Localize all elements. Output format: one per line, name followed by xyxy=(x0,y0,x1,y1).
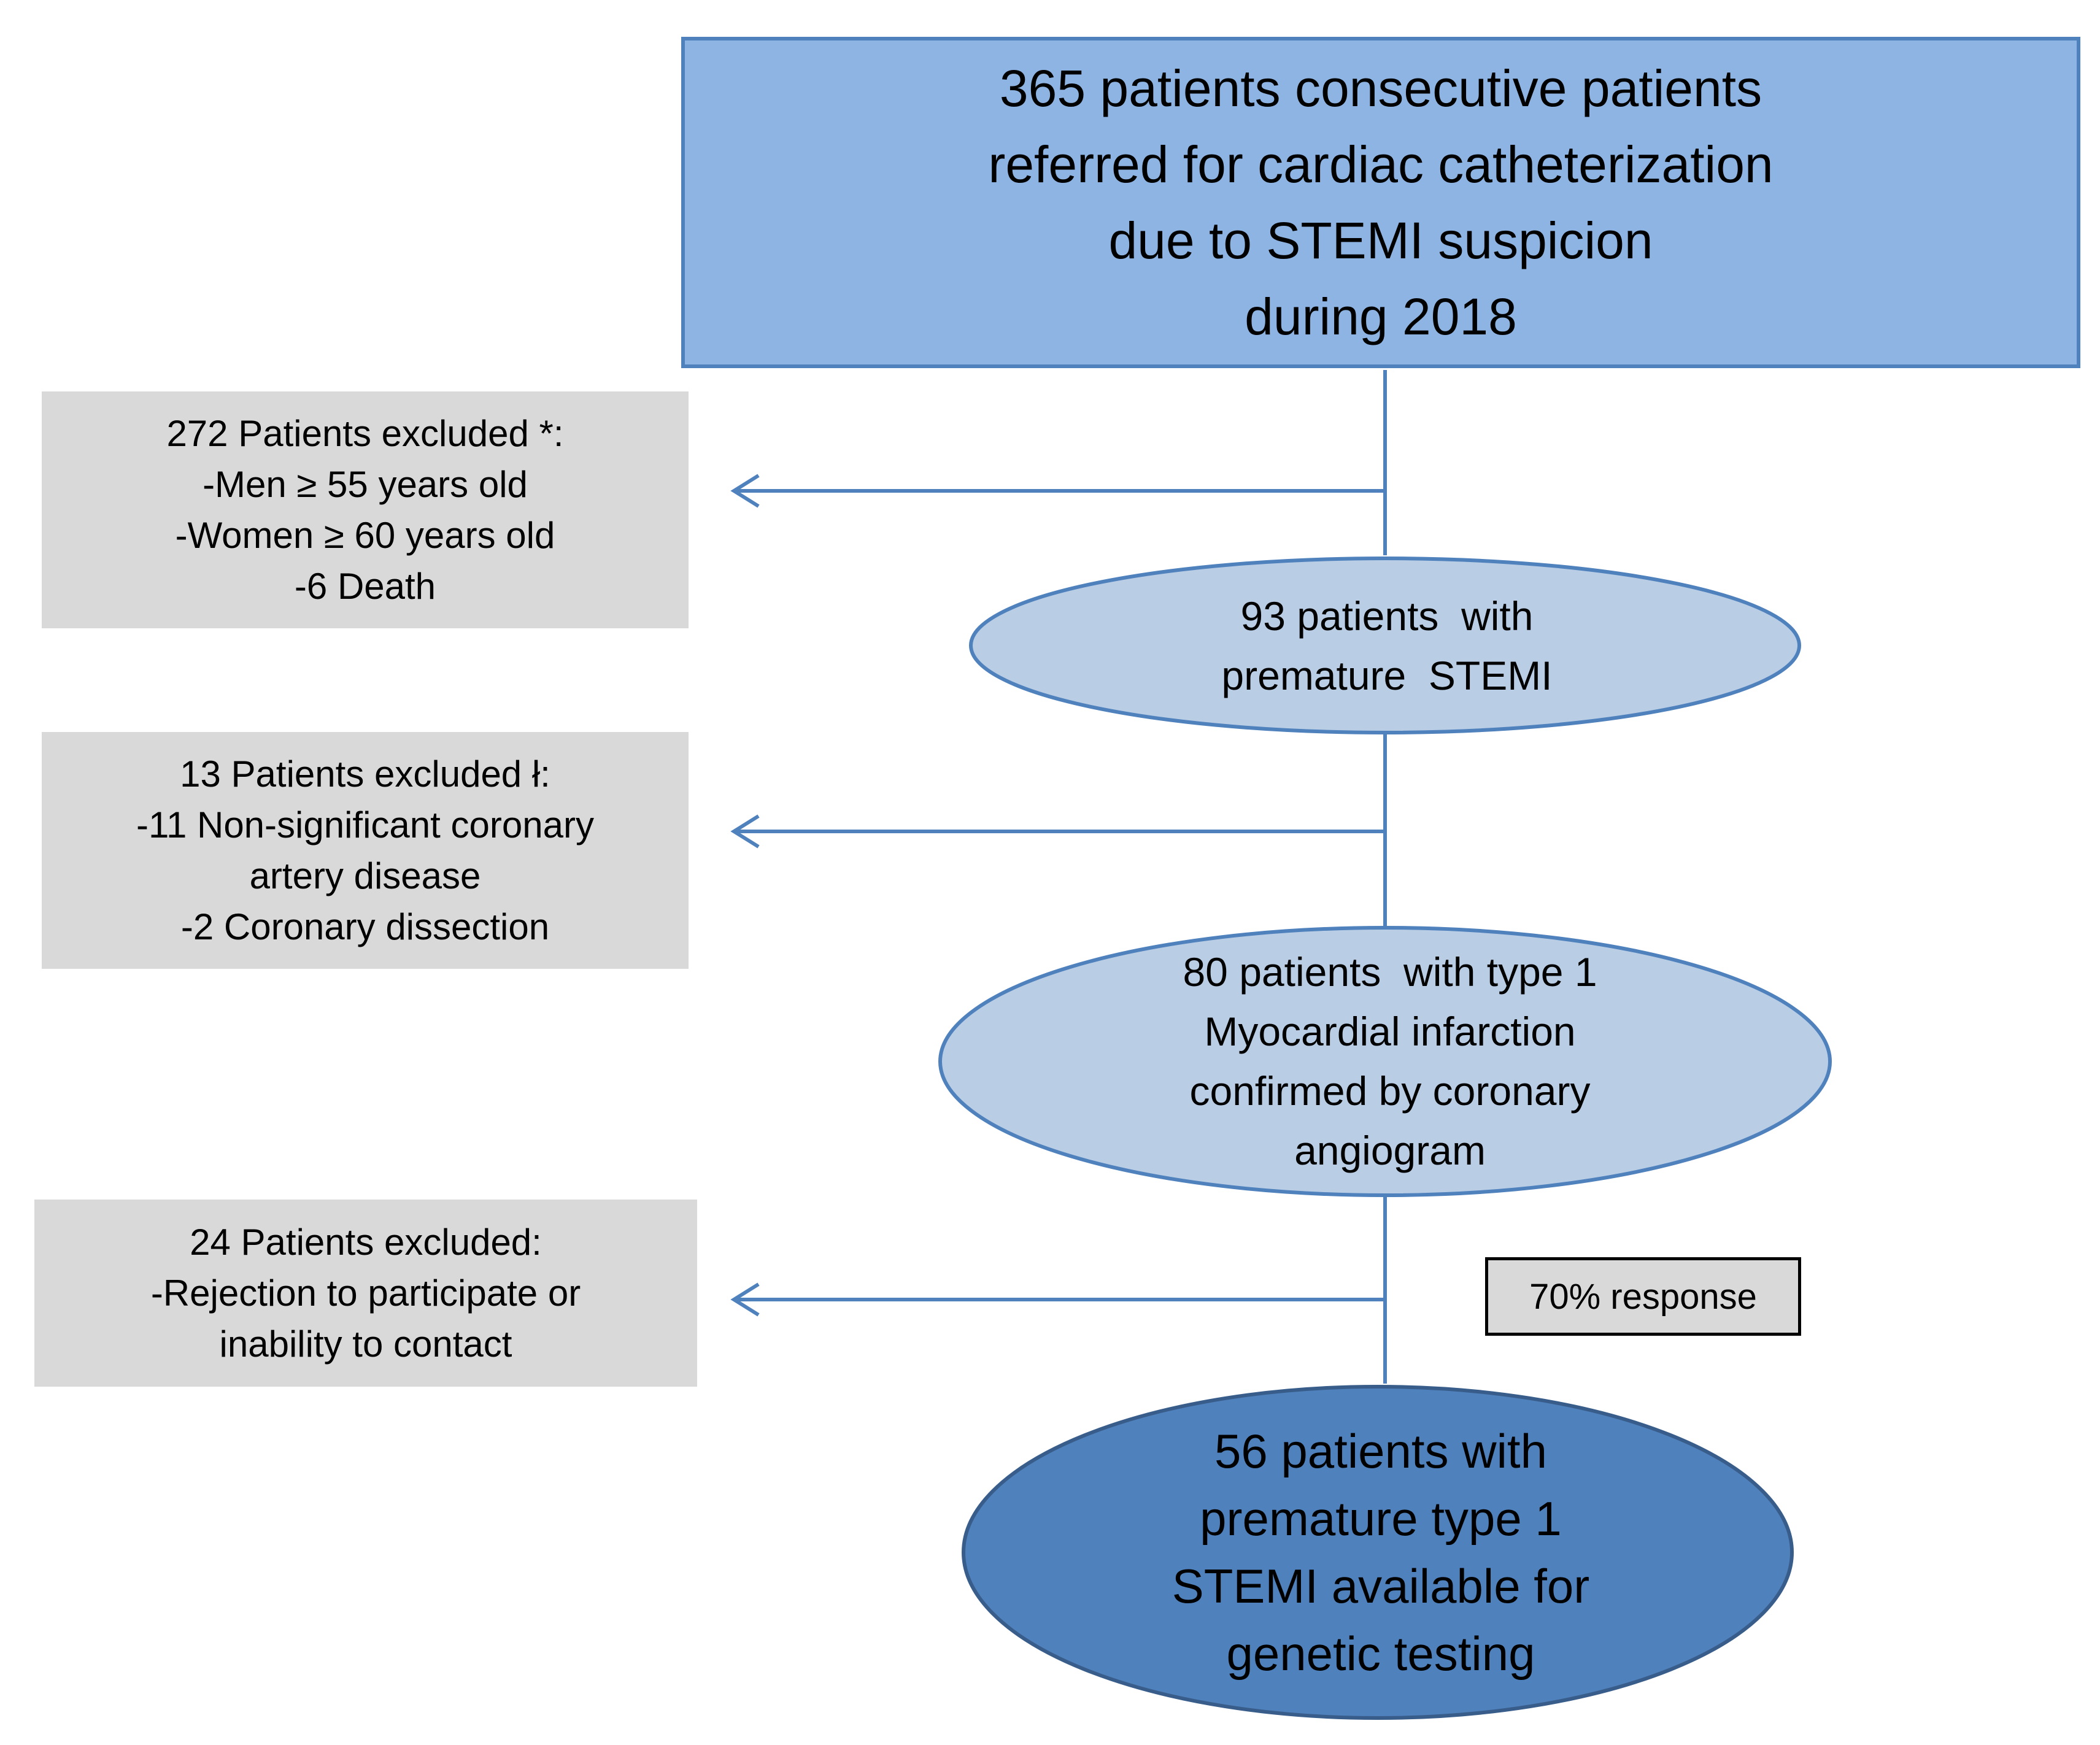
exclusion-line: 24 Patients excluded: xyxy=(190,1222,542,1263)
oval-line: premature type 1 xyxy=(1200,1492,1562,1546)
exclusion-line: -11 Non-significant coronary xyxy=(136,804,594,846)
response-rate-label: 70% response xyxy=(1529,1276,1757,1317)
exclusion-box-13: 13 Patients excluded ł: -11 Non-signific… xyxy=(42,732,689,969)
arrow-to-exclusion-1 xyxy=(730,474,1385,508)
exclusion-line: -Women ≥ 60 years old xyxy=(175,515,555,556)
exclusion-box-24: 24 Patients excluded: -Rejection to part… xyxy=(34,1200,697,1387)
exclusion-line: inability to contact xyxy=(219,1323,512,1365)
oval-line: confirmed by coronary xyxy=(1189,1068,1591,1114)
exclusion-line: 13 Patients excluded ł: xyxy=(180,753,550,795)
exclusion-line: -Men ≥ 55 years old xyxy=(203,464,528,505)
oval-93-patients: 93 patients with premature STEMI xyxy=(970,557,1804,735)
oval-line: 56 patients with xyxy=(1214,1424,1547,1478)
arrow-to-exclusion-2 xyxy=(730,814,1385,849)
arrow-to-exclusion-3 xyxy=(730,1282,1385,1317)
enrollment-line: during 2018 xyxy=(1245,288,1517,345)
oval-line: STEMI available for xyxy=(1172,1559,1590,1613)
oval-line: 93 patients with xyxy=(1240,593,1534,639)
enrollment-box: 365 patients consecutive patients referr… xyxy=(681,37,2080,368)
oval-56-patients-shape xyxy=(962,1385,1794,1720)
oval-93-patients-shape xyxy=(969,557,1801,734)
oval-80-patients: 80 patients with type 1 Myocardial infar… xyxy=(942,926,1838,1196)
oval-line: premature STEMI xyxy=(1221,653,1553,698)
enrollment-line: 365 patients consecutive patients xyxy=(999,60,1762,117)
exclusion-line: -6 Death xyxy=(294,566,436,607)
oval-80-patients-shape xyxy=(938,926,1832,1197)
response-rate-box: 70% response xyxy=(1485,1257,1801,1336)
oval-56-patients: 56 patients with premature type 1 STEMI … xyxy=(963,1387,1798,1718)
exclusion-box-272: 272 Patients excluded *: -Men ≥ 55 years… xyxy=(42,391,689,628)
enrollment-line: referred for cardiac catheterization xyxy=(988,136,1774,193)
exclusion-line: 272 Patients excluded *: xyxy=(166,413,564,454)
oval-line: Myocardial infarction xyxy=(1204,1009,1576,1054)
exclusion-line: -2 Coronary dissection xyxy=(180,906,550,947)
exclusion-line: artery disease xyxy=(249,855,481,896)
exclusion-line: -Rejection to participate or xyxy=(150,1273,581,1314)
oval-line: 80 patients with type 1 xyxy=(1183,949,1597,995)
enrollment-line: due to STEMI suspicion xyxy=(1108,212,1653,269)
oval-line: angiogram xyxy=(1294,1128,1486,1173)
oval-line: genetic testing xyxy=(1226,1627,1535,1681)
